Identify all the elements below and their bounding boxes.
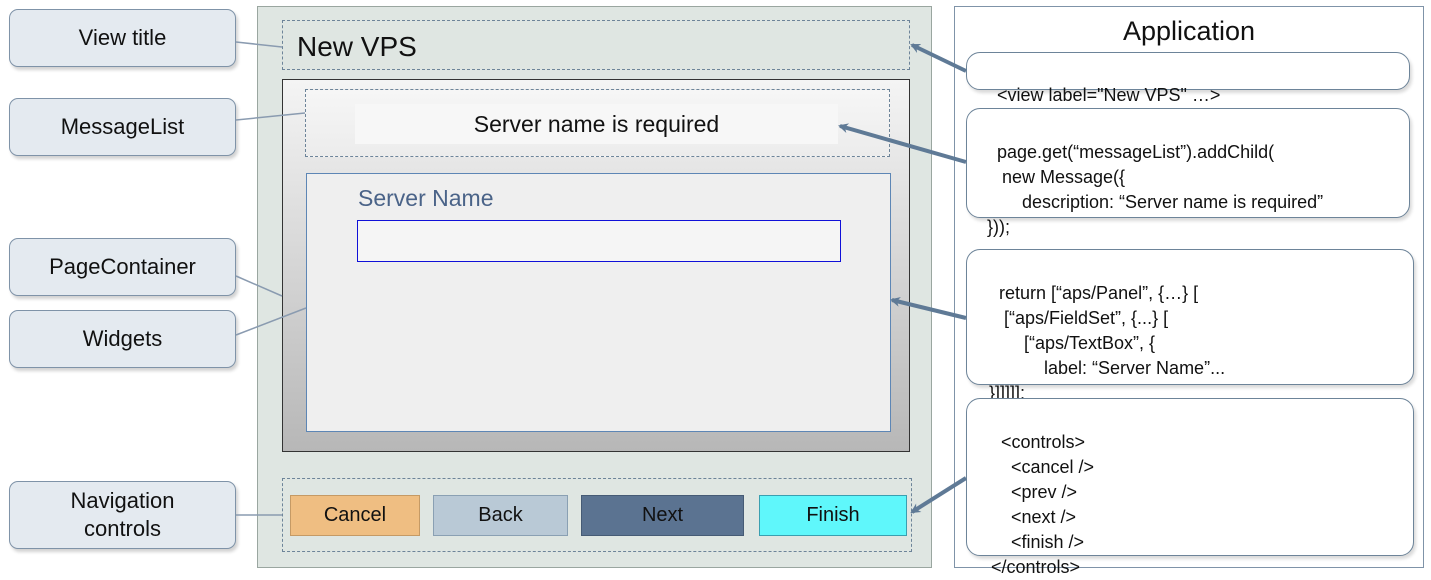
callout-view-title: View title: [9, 9, 236, 67]
controls-code-box: <controls> <cancel /> <prev /> <next /> …: [966, 398, 1414, 577]
arrow-message-to-list: [838, 123, 967, 164]
cancel-button-label: Cancel: [323, 504, 387, 526]
widgets-panel: [306, 173, 891, 432]
server-name-input[interactable]: [357, 220, 841, 262]
back-button-label: Back: [478, 504, 523, 526]
callout-widgets: Widgets: [9, 310, 236, 368]
callout-view-title-label: View title: [78, 25, 167, 50]
callout-navigation-label-line2: controls: [83, 516, 162, 541]
view-title: New VPS: [297, 31, 417, 62]
panel-code: return [“aps/Panel”, {…} [ [“aps/FieldSe…: [989, 283, 1226, 403]
finish-button[interactable]: Finish: [759, 495, 907, 536]
controls-code: <controls> <cancel /> <prev /> <next /> …: [991, 432, 1095, 577]
callout-page-container: PageContainer: [9, 238, 236, 296]
callout-page-container-label: PageContainer: [49, 254, 196, 279]
callout-navigation-label-line1: Navigation: [70, 488, 175, 513]
server-name-label: Server Name: [358, 185, 494, 211]
cancel-button[interactable]: Cancel: [290, 495, 420, 536]
message-code-box: page.get(“messageList”).addChild( new Me…: [966, 108, 1410, 237]
callout-connector-message-list: [235, 112, 306, 121]
application-title: Application: [1122, 16, 1256, 46]
callout-widgets-label: Widgets: [82, 326, 163, 351]
callout-connector-view-title: [235, 41, 283, 48]
callout-connector-widgets: [235, 307, 307, 336]
callout-connector-page-container: [235, 275, 283, 297]
message-code: page.get(“messageList”).addChild( new Me…: [987, 142, 1324, 237]
navigation-controls: [282, 478, 912, 552]
callout-navigation-controls: Navigation controls: [9, 481, 236, 549]
arrow-view-to-title: [910, 43, 967, 73]
next-button-label: Next: [641, 504, 684, 526]
message-text: Server name is required: [473, 110, 720, 137]
view-code: <view label="New VPS" …>: [997, 85, 1221, 105]
next-button[interactable]: Next: [581, 495, 744, 536]
view-code-box: <view label="New VPS" …>: [966, 52, 1410, 105]
callout-message-list-label: MessageList: [60, 114, 185, 139]
callout-message-list: MessageList: [9, 98, 236, 156]
arrow-controls-to-nav: [910, 476, 968, 514]
finish-button-label: Finish: [806, 504, 860, 526]
panel-code-box: return [“aps/Panel”, {…} [ [“aps/FieldSe…: [966, 249, 1414, 403]
back-button[interactable]: Back: [433, 495, 568, 536]
view-title-area: [282, 20, 910, 70]
message-item: Server name is required: [355, 104, 838, 144]
arrow-panel-to-widgets: [890, 297, 967, 320]
